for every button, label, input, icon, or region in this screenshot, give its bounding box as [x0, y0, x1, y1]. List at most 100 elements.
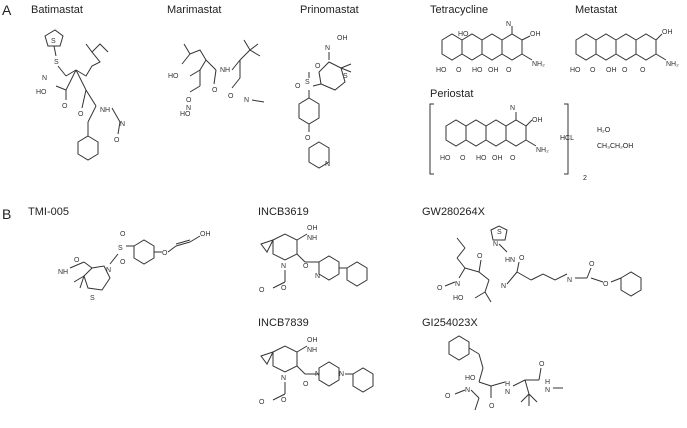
compound-name-gw280264x: GW280264X [422, 206, 485, 218]
svg-text:O: O [212, 87, 218, 94]
svg-text:O: O [506, 67, 512, 74]
svg-text:N: N [325, 161, 330, 168]
svg-text:O: O [114, 137, 120, 144]
structure-batimastat: S S O HON O NH O N [36, 29, 125, 161]
svg-text:O: O [305, 135, 311, 142]
svg-text:O: O [120, 231, 126, 238]
svg-text:N: N [339, 371, 344, 378]
svg-text:S: S [305, 79, 310, 86]
svg-text:O: O [590, 67, 596, 74]
compound-name-marimastat: Marimastat [167, 4, 222, 16]
svg-text:N: N [315, 273, 320, 280]
svg-text:HO: HO [472, 67, 483, 74]
compound-name-tmi005: TMI-005 [28, 206, 69, 218]
svg-text:S: S [343, 73, 348, 80]
svg-text:N: N [465, 387, 470, 394]
svg-text:N: N [325, 45, 330, 52]
svg-text:O: O [228, 93, 234, 100]
svg-text:NH: NH [220, 67, 230, 74]
svg-text:O: O [120, 259, 126, 266]
svg-text:O: O [186, 97, 192, 104]
svg-text:OH: OH [606, 67, 617, 74]
svg-text:O: O [640, 67, 646, 74]
svg-text:NH₂: NH₂ [666, 61, 679, 68]
svg-text:O: O [281, 397, 287, 404]
svg-text:NH₂: NH₂ [536, 147, 549, 154]
svg-text:O: O [519, 255, 525, 262]
svg-text:O: O [259, 287, 265, 294]
svg-text:O: O [259, 399, 265, 406]
svg-text:O: O [295, 83, 301, 90]
svg-text:S: S [54, 59, 59, 66]
svg-text:N: N [505, 389, 510, 396]
svg-text:OH: OH [530, 31, 541, 38]
svg-text:N: N [281, 375, 286, 382]
svg-text:S: S [118, 245, 123, 252]
svg-text:N: N [493, 241, 498, 248]
svg-text:O: O [303, 381, 309, 388]
svg-text:OH: OH [532, 117, 543, 124]
svg-text:OH: OH [492, 155, 503, 162]
svg-text:N: N [120, 121, 125, 128]
svg-text:N: N [567, 277, 572, 284]
periostat-bracket-subscript: 2 [583, 175, 587, 182]
compound-name-gi254023x: GI254023X [422, 317, 478, 329]
periostat-water: H₂O [597, 127, 611, 134]
svg-text:NH: NH [100, 107, 110, 114]
svg-text:O: O [162, 250, 168, 257]
svg-text:O: O [456, 67, 462, 74]
compound-name-prinomastat: Prinomastat [300, 4, 359, 16]
svg-text:O: O [477, 253, 483, 260]
svg-text:N: N [506, 21, 511, 28]
panel-label-a: A [2, 2, 12, 18]
svg-text:O: O [445, 393, 451, 400]
svg-text:O: O [78, 111, 84, 118]
svg-text:S: S [51, 38, 56, 45]
svg-text:HO: HO [458, 31, 469, 38]
svg-text:N: N [106, 267, 111, 274]
svg-text:N: N [510, 105, 515, 112]
svg-text:O: O [510, 155, 516, 162]
svg-text:O: O [589, 261, 595, 268]
svg-text:S: S [497, 229, 502, 236]
svg-text:O: O [437, 285, 443, 292]
svg-text:O: O [315, 63, 321, 70]
compound-name-metastat: Metastat [575, 4, 618, 16]
structure-incb3619: OH NH O N N O O [259, 225, 368, 294]
svg-text:OH: OH [307, 225, 318, 232]
svg-text:H: H [505, 381, 510, 388]
svg-text:N: N [501, 283, 506, 290]
svg-text:HO: HO [453, 295, 464, 302]
svg-text:NH: NH [58, 269, 68, 276]
svg-text:O: O [622, 67, 628, 74]
svg-text:HO: HO [465, 375, 476, 382]
svg-text:O: O [603, 281, 609, 288]
svg-text:O: O [489, 403, 495, 410]
svg-text:O: O [62, 103, 68, 110]
svg-text:S: S [90, 295, 95, 302]
svg-text:N: N [244, 97, 249, 104]
svg-text:NH: NH [307, 235, 317, 242]
compound-name-batimastat: Batimastat [31, 4, 83, 16]
svg-text:HO: HO [476, 155, 487, 162]
svg-text:O: O [281, 285, 287, 292]
svg-text:HO: HO [36, 89, 47, 96]
svg-text:O: O [303, 263, 309, 270]
structure-prinomastat: OH N O S S O O N [295, 35, 352, 169]
svg-text:N: N [455, 281, 460, 288]
svg-text:NH: NH [307, 347, 317, 354]
compound-name-tetracycline: Tetracycline [430, 4, 489, 16]
svg-text:H: H [545, 379, 550, 386]
svg-text:HO: HO [436, 67, 447, 74]
svg-text:N: N [281, 263, 286, 270]
structure-gi254023x: HON O O HN O HN [445, 335, 563, 411]
svg-text:O: O [74, 257, 80, 264]
panel-label-b: B [2, 206, 12, 222]
svg-text:OH: OH [488, 67, 499, 74]
periostat-ethanol: CH₃CH₂OH [597, 143, 634, 150]
structure-gw280264x: SN HN N O HO O N O N O O [437, 225, 642, 303]
